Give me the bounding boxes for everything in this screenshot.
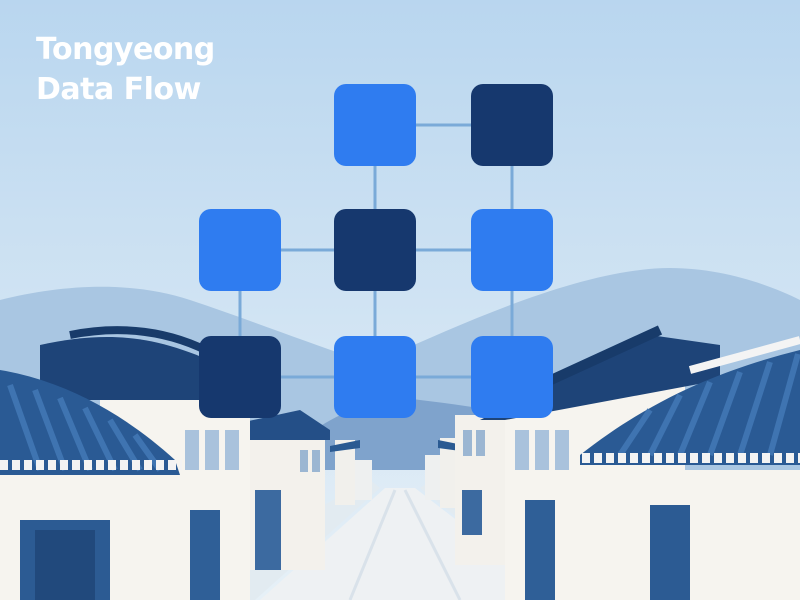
roof [330, 440, 360, 452]
roof-tiles [617, 353, 800, 457]
window [205, 430, 219, 470]
wall [615, 470, 800, 600]
page-title: Tongyeong Data Flow [36, 30, 215, 110]
window [312, 450, 320, 472]
roof [230, 410, 330, 440]
network-node-bright [471, 209, 553, 291]
window [555, 430, 569, 470]
network-node-dark [471, 84, 553, 166]
buildings-right [455, 325, 800, 600]
roof-ridge [537, 325, 663, 390]
window [476, 430, 485, 456]
buildings-far [330, 438, 468, 508]
door [462, 490, 482, 535]
network-node-dark [334, 209, 416, 291]
network-node-dark [199, 336, 281, 418]
building [335, 440, 355, 505]
network-node-bright [471, 336, 553, 418]
window [300, 450, 308, 472]
network-node-bright [334, 336, 416, 418]
window [515, 430, 529, 470]
road-lane [403, 489, 462, 600]
title-line-2: Data Flow [36, 72, 201, 107]
door [525, 500, 555, 600]
window [463, 430, 472, 456]
building [350, 460, 372, 500]
window [225, 430, 239, 470]
door [650, 505, 690, 600]
door [190, 510, 220, 600]
road [260, 488, 560, 600]
roof-tiles [7, 384, 163, 472]
window [185, 430, 199, 470]
title-line-1: Tongyeong [36, 32, 215, 67]
network-node-bright [199, 209, 281, 291]
roof-ridge [688, 336, 800, 374]
data-flow-network [199, 84, 553, 418]
door-panel [35, 530, 95, 600]
roof [40, 337, 250, 400]
network-node-bright [334, 84, 416, 166]
road-lane [348, 489, 397, 600]
window [535, 430, 549, 470]
door [255, 490, 281, 570]
nodes [199, 84, 553, 418]
